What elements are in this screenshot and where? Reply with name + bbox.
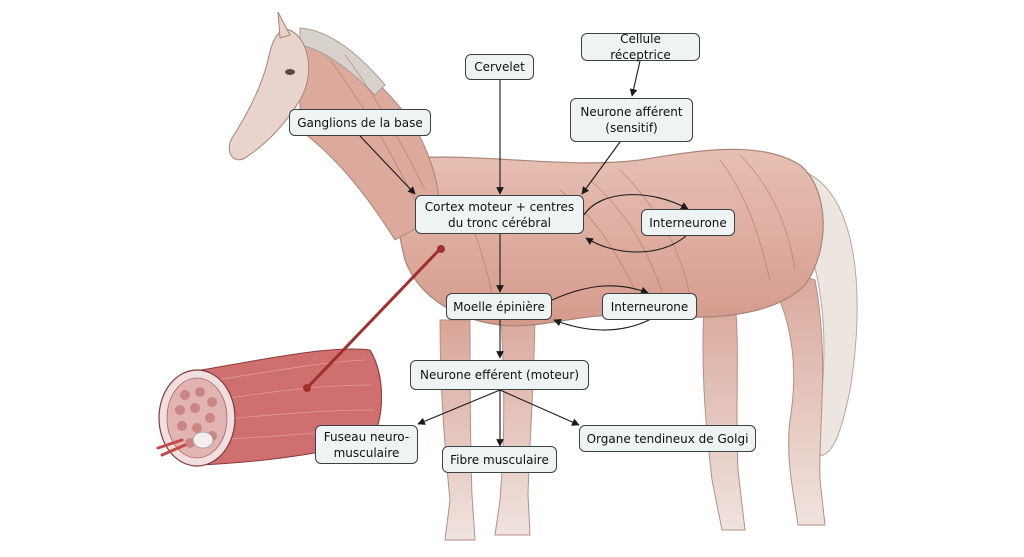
node-neurone-afferent: Neurone afférent (sensitif) xyxy=(570,98,693,142)
node-interneurone-1: Interneurone xyxy=(641,209,735,236)
node-neurone-efferent: Neurone efférent (moteur) xyxy=(410,360,589,390)
node-moelle-epiniere: Moelle épinière xyxy=(446,293,552,320)
node-cervelet: Cervelet xyxy=(465,54,534,80)
arrow-efferent-to-fuseau xyxy=(418,390,500,424)
node-cellule-receptrice: Cellule réceptrice xyxy=(581,33,700,61)
node-interneurone-2: Interneurone xyxy=(602,293,697,320)
node-ganglions-de-la-base: Ganglions de la base xyxy=(289,109,431,136)
node-organe-tendineux-golgi: Organe tendineux de Golgi xyxy=(579,425,756,452)
node-fibre-musculaire: Fibre musculaire xyxy=(442,446,557,473)
arrow-interneurone-2-to-moelle xyxy=(554,319,651,330)
node-fuseau-neuromusculaire: Fuseau neuro- musculaire xyxy=(315,425,418,464)
arrow-efferent-to-golgi xyxy=(500,390,579,425)
node-cortex-moteur: Cortex moteur + centres du tronc cérébra… xyxy=(415,195,584,234)
arrow-afferent-to-cortex xyxy=(582,142,620,194)
arrow-cellule-to-afferent xyxy=(632,61,640,96)
arrow-ganglions-to-cortex xyxy=(360,136,415,194)
arrow-interneurone-1-to-cortex xyxy=(586,236,686,252)
